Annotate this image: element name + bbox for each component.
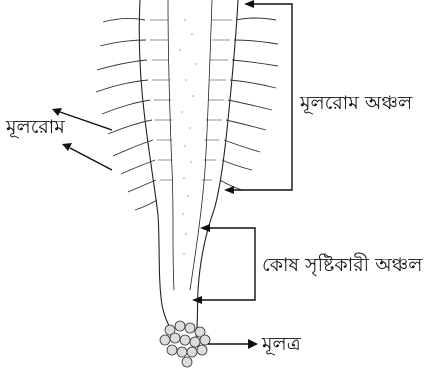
label-root-hair-zone: মূলরোম অঞ্চল bbox=[300, 94, 412, 113]
pointer-root-hair-2 bbox=[70, 148, 112, 170]
pointer-root-hair-1 bbox=[60, 112, 112, 130]
stipple bbox=[179, 19, 197, 255]
root-hairs-right bbox=[220, 18, 278, 190]
cell-grid bbox=[150, 20, 232, 180]
label-root-hair: মূলরোম bbox=[6, 118, 65, 137]
label-root-cap: মূলত্র bbox=[262, 335, 301, 354]
vascular-right bbox=[190, 0, 212, 290]
vascular-left bbox=[168, 0, 174, 290]
bracket-cell-zone bbox=[200, 228, 255, 300]
annotation-lines bbox=[60, 4, 292, 344]
root-right-outline bbox=[196, 0, 238, 338]
arrowheads bbox=[52, 0, 258, 349]
bracket-root-hair-zone bbox=[232, 4, 292, 190]
label-cell-division-zone: কোষ সৃষ্টিকারী অঞ্চল bbox=[262, 256, 422, 275]
root-hairs-left bbox=[96, 18, 157, 210]
root-cap-cluster bbox=[160, 321, 210, 367]
